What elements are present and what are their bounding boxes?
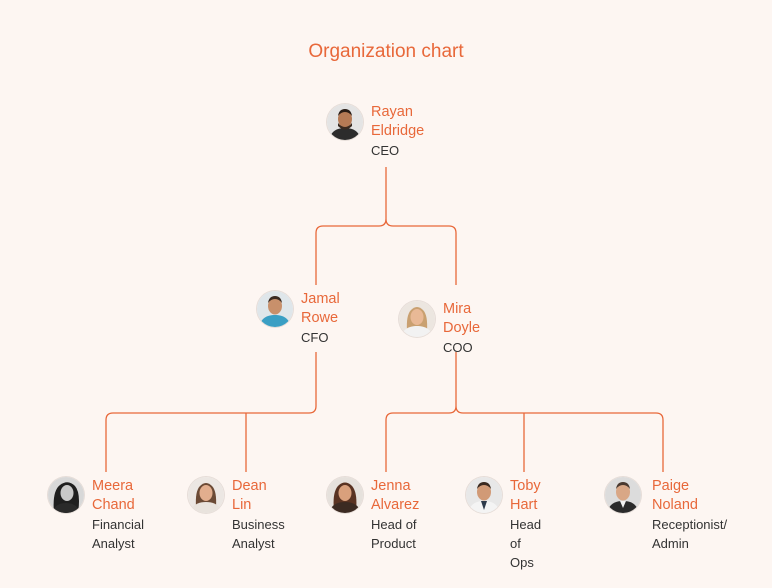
node-role: Admin [652,536,689,551]
avatar [605,477,641,513]
avatar [257,291,293,327]
node-role: CFO [301,330,329,345]
avatar [399,301,435,337]
avatar [327,477,363,513]
node-name: Rayan [371,104,413,120]
avatar [188,477,224,513]
node-name: Paige [652,478,690,494]
connector-coo-to-team [385,352,664,472]
connector-cfo-to-analysts [105,352,317,472]
node-name: Chand [92,497,135,513]
node-name: Meera [92,478,134,494]
connector-ceo-to-managers [315,167,457,285]
node-role: Financial [92,517,145,532]
node-name: Noland [652,497,698,513]
avatar [327,104,363,140]
node-role: Head of [510,517,542,551]
node-role: Business [232,517,285,532]
avatar [48,477,84,513]
node-name: Alvarez [371,497,420,513]
node-name: Toby Hart [510,478,541,513]
avatar [466,477,502,513]
node-role: COO [443,340,473,355]
chart-title: Organization chart [308,41,464,62]
node-name: Rowe [301,310,339,326]
node-role: CEO [371,143,400,158]
node-role: Head of [371,517,417,532]
node-role: Ops [510,555,534,570]
node-role: Analyst [232,536,275,551]
node-name: Jamal [301,291,340,307]
node-name: Eldridge [371,123,425,139]
node-role: Receptionist/ [652,517,728,532]
node-name: Dean Lin [232,478,267,513]
node-role: Analyst [92,536,135,551]
node-name: Mira Doyle [443,301,481,336]
node-role: Product [371,536,416,551]
node-name: Jenna [371,478,411,494]
